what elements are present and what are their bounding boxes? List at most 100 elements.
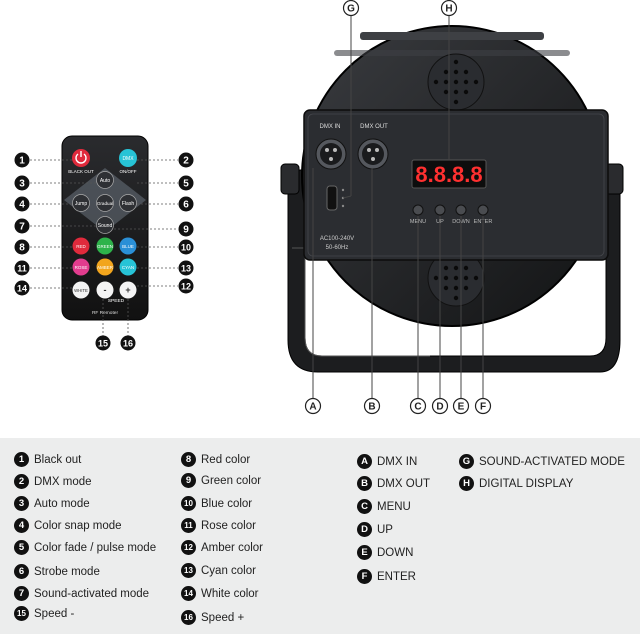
legend-label: UP	[377, 523, 393, 536]
legend-label: Sound-activated mode	[34, 587, 150, 600]
gradual-button[interactable]	[96, 194, 114, 212]
sound-sensor	[326, 185, 345, 211]
remote-callout-lines	[30, 159, 178, 336]
svg-text:F: F	[480, 402, 486, 413]
black-out-button[interactable]	[72, 149, 90, 167]
menu-button[interactable]	[412, 204, 424, 216]
red-button[interactable]	[72, 237, 90, 255]
legend-label: Speed +	[201, 611, 245, 624]
on-off-label: ON/OFF	[120, 169, 137, 174]
black-out-label: BLACK OUT	[68, 169, 94, 174]
amber-button[interactable]	[96, 258, 114, 276]
svg-text:B: B	[368, 402, 375, 413]
svg-text:C: C	[414, 402, 421, 413]
dmx-button[interactable]	[119, 149, 137, 167]
svg-text:3: 3	[19, 179, 25, 190]
callout-a: A	[304, 397, 322, 415]
left-knob	[280, 163, 300, 195]
legend-number: 15	[14, 606, 29, 621]
power-label-1: AC100-240V	[320, 236, 354, 242]
legend-number: 16	[181, 610, 196, 625]
svg-text:H: H	[445, 4, 452, 15]
svg-text:10: 10	[181, 243, 191, 253]
svg-text:1: 1	[19, 156, 25, 167]
callout-3: 3	[14, 175, 30, 191]
svg-text:BLUE: BLUE	[122, 244, 134, 249]
top-grille	[427, 53, 485, 111]
callout-6: 6	[178, 196, 194, 212]
callout-13: 13	[178, 260, 194, 276]
callout-12: 12	[178, 278, 194, 294]
callout-16: 16	[120, 335, 136, 351]
legend-item: B DMX OUT	[357, 476, 430, 491]
fixture-callouts: G H A B C D E F	[304, 0, 492, 415]
legend-label: DMX IN	[377, 455, 418, 468]
svg-text:Auto: Auto	[100, 178, 111, 184]
legend-letter: C	[357, 499, 372, 514]
legend-label: Speed -	[34, 607, 75, 620]
legend-number: 3	[14, 496, 29, 511]
svg-text:E: E	[458, 402, 465, 413]
down-button[interactable]	[455, 204, 467, 216]
speed-minus-button[interactable]	[96, 281, 114, 299]
jump-button[interactable]	[72, 194, 90, 212]
callout-14: 14	[14, 280, 30, 296]
legend-item: E DOWN	[357, 545, 413, 560]
speed-plus-button[interactable]	[119, 281, 137, 299]
legend-label: DMX OUT	[377, 477, 431, 490]
svg-text:4: 4	[19, 200, 25, 211]
power-icon	[75, 151, 87, 164]
legend-letter: B	[357, 476, 372, 491]
par-light-fixture: DMX IN DMX OUT AC100-240V 50-60Hz 8.8.8.…	[280, 25, 624, 373]
dmx-in-socket[interactable]	[315, 138, 347, 170]
up-button[interactable]	[434, 204, 446, 216]
legend-item: A DMX IN	[357, 454, 417, 469]
legend-item: D UP	[357, 522, 393, 537]
svg-text:Flash: Flash	[122, 201, 134, 207]
legend-letter: D	[357, 522, 372, 537]
callout-b: B	[363, 397, 381, 415]
legend-label: Black out	[34, 453, 82, 466]
green-button[interactable]	[96, 237, 114, 255]
flash-button[interactable]	[119, 194, 137, 212]
legend-label: DOWN	[377, 546, 414, 559]
callout-c: C	[409, 397, 427, 415]
sound-button[interactable]	[96, 216, 114, 234]
rose-button[interactable]	[72, 258, 90, 276]
remote-control: BLACK OUT DMX ON/OFF Auto Jump Gradual F…	[61, 135, 149, 321]
power-label-2: 50-60Hz	[326, 245, 349, 251]
svg-text:7: 7	[19, 222, 25, 233]
legend-letter: E	[357, 545, 372, 560]
legend-letter: A	[357, 454, 372, 469]
legend-label: Green color	[201, 474, 262, 487]
cyan-button[interactable]	[119, 258, 137, 276]
svg-text:D: D	[436, 402, 443, 413]
callout-2: 2	[178, 152, 194, 168]
display-readout: 8.8.8.8	[415, 162, 482, 187]
callout-11: 11	[14, 260, 30, 276]
svg-text:11: 11	[17, 264, 27, 274]
callout-1: 1	[14, 152, 30, 168]
white-button[interactable]	[72, 281, 90, 299]
legend-number: 11	[181, 518, 196, 533]
dmx-out-socket[interactable]	[357, 138, 389, 170]
svg-text:WHITE: WHITE	[74, 288, 88, 293]
auto-button[interactable]	[96, 171, 114, 189]
callout-10: 10	[178, 239, 194, 255]
dmx-in-label: DMX IN	[320, 124, 341, 130]
enter-button[interactable]	[477, 204, 489, 216]
legend-label: MENU	[377, 500, 411, 513]
blue-button[interactable]	[119, 237, 137, 255]
svg-text:A: A	[309, 402, 316, 413]
legend-number: 5	[14, 540, 29, 555]
legend-label: DMX mode	[34, 475, 92, 488]
